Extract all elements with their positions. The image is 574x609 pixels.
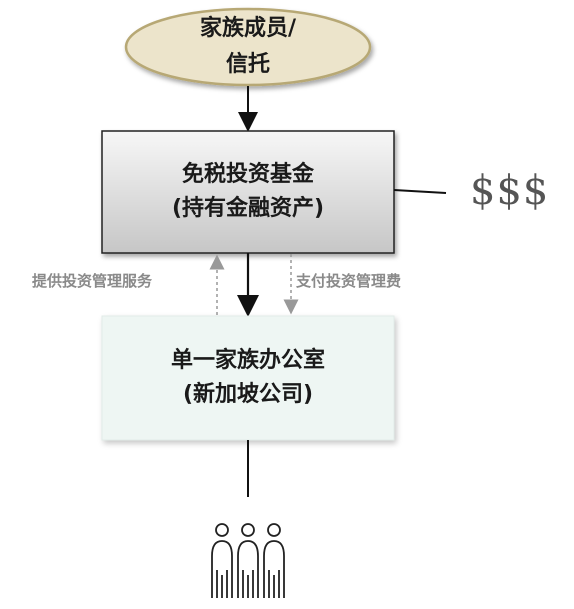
service-label: 提供投资管理服务 [32, 272, 153, 290]
fund-line1: 免税投资基金 [181, 162, 314, 187]
family-office-node [101, 315, 395, 441]
fund-to-money-line [393, 189, 447, 194]
fee-label: 支付投资管理费 [296, 272, 402, 290]
family-office-label: 单一家族办公室 (新加坡公司) [102, 344, 394, 412]
fund-label: 免税投资基金 (持有金融资产) [102, 158, 394, 226]
family-trust-line2: 信托 [225, 52, 270, 77]
money-icon: $$$ [470, 168, 550, 214]
family-trust-label: 家族成员/ 信托 [125, 11, 371, 83]
fund-line2: (持有金融资产) [171, 196, 325, 221]
family-trust-line1: 家族成员/ [199, 16, 297, 41]
office-line1: 单一家族办公室 [170, 348, 325, 373]
family-trust-node [124, 7, 372, 87]
office-line2: (新加坡公司) [182, 382, 314, 407]
people-icon [211, 523, 285, 598]
fund-node [101, 130, 395, 254]
